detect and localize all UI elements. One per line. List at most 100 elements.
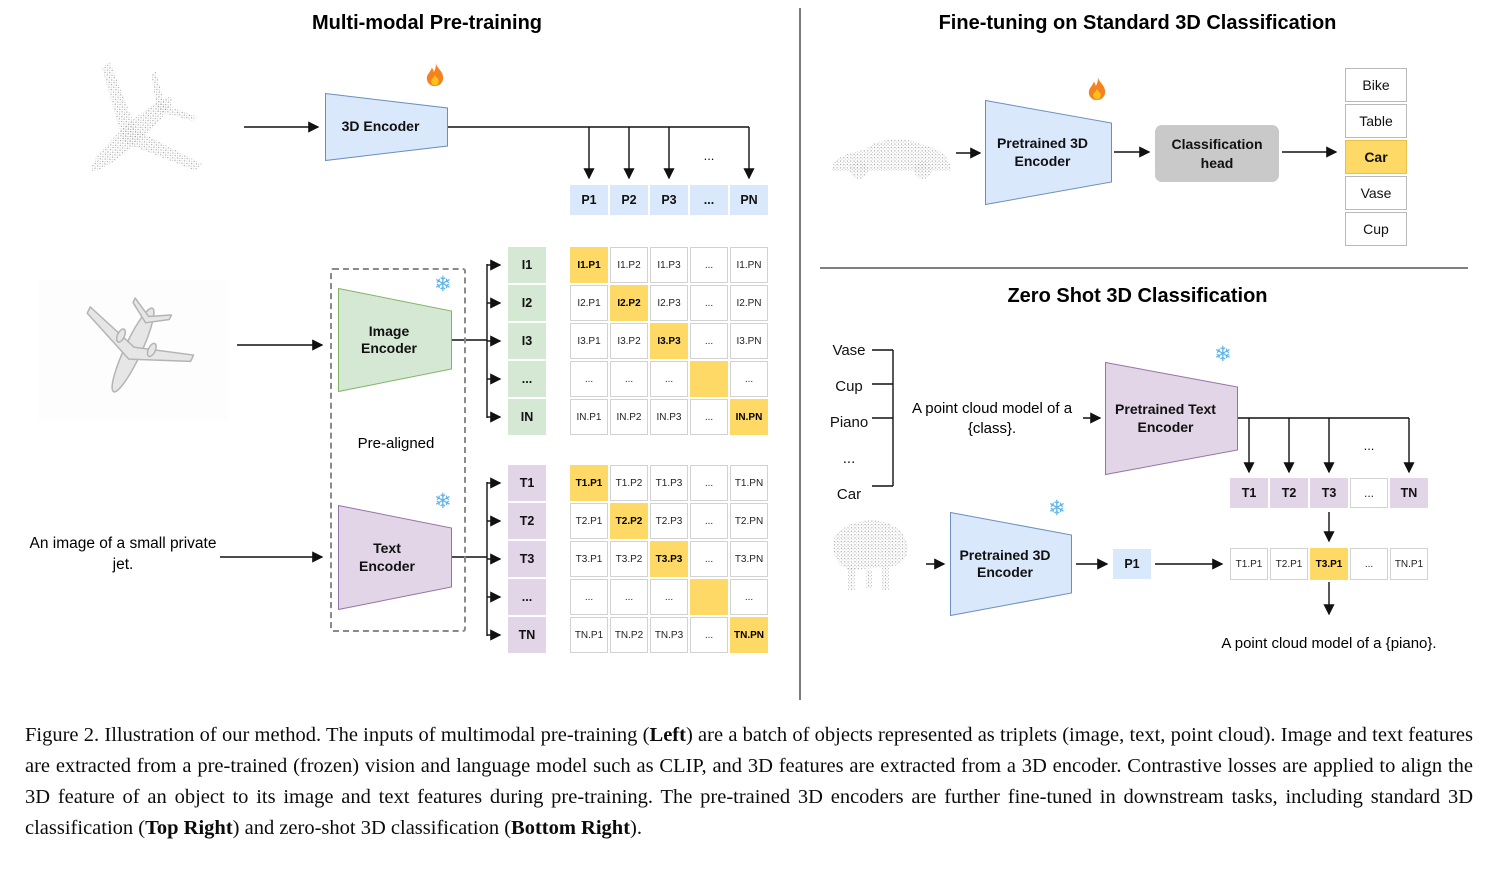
encoder-3d: 3D Encoder xyxy=(325,92,448,162)
result-cell: ... xyxy=(1350,548,1388,580)
class-word: Vase xyxy=(832,341,866,359)
class-list-item: Cup xyxy=(1345,212,1407,246)
image-point-matrix: I1.P1 I1.P2 I1.P3 ... I1.PN I2.P1 I2.P2 … xyxy=(570,247,768,435)
matrix-cell: ... xyxy=(690,617,728,653)
matrix-cell: TN.PN xyxy=(730,617,768,653)
encoder-3d-shape xyxy=(325,92,448,162)
caption-text: ) and zero-shot 3D classification ( xyxy=(232,817,512,840)
t-header-col: T1 T2 T3 ... TN xyxy=(508,465,546,653)
matrix-cell: T1.P2 xyxy=(610,465,648,501)
caption-bold-top-right: Top Right xyxy=(145,817,233,840)
class-word: ... xyxy=(842,449,856,467)
matrix-cell: TN.P3 xyxy=(650,617,688,653)
bottom-right-title: Zero Shot 3D Classification xyxy=(1007,285,1268,307)
matrix-cell xyxy=(690,579,728,615)
pretrained-3d-encoder-zeroshot: Pretrained 3D Encoder xyxy=(950,511,1072,617)
caption-text: ). xyxy=(630,817,642,840)
image-encoder: Image Encoder xyxy=(338,287,452,393)
matrix-cell: IN.P2 xyxy=(610,399,648,435)
matrix-cell: IN.P3 xyxy=(650,399,688,435)
bus-ellipsis-br: ... xyxy=(1364,438,1375,453)
input-text: An image of a small private jet. xyxy=(29,535,217,573)
t-feature-cell: T1 xyxy=(1230,478,1268,508)
t-feature-cell: T3 xyxy=(1310,478,1348,508)
car-point-cloud xyxy=(832,139,950,179)
t-header-cell: T2 xyxy=(508,503,546,539)
pretrained-3d-encoder: Pretrained 3D Encoder xyxy=(985,99,1112,206)
matrix-cell xyxy=(690,361,728,397)
p-header-cell: P2 xyxy=(610,185,648,215)
matrix-cell: ... xyxy=(690,285,728,321)
airplane-photo xyxy=(38,280,228,420)
result-cell-highlighted: T3.P1 xyxy=(1310,548,1348,580)
pretrained-3d-encoder-zeroshot-label: Pretrained 3D Encoder xyxy=(959,546,1051,581)
i-header-cell: I2 xyxy=(508,285,546,321)
i-header-cell: ... xyxy=(508,361,546,397)
p-header-row: P1 P2 P3 ... PN xyxy=(570,185,768,215)
result-cell: T2.P1 xyxy=(1270,548,1308,580)
prompt-text: A point cloud model of a {class}. xyxy=(911,400,1073,438)
p-header-cell: ... xyxy=(690,185,728,215)
t-header-cell: ... xyxy=(508,579,546,615)
snowflake-icon: ❄ xyxy=(434,272,452,296)
t-header-cell: T3 xyxy=(508,541,546,577)
text-encoder-label: Text Encoder xyxy=(358,540,415,574)
caption-text: ) are a batch of objects represented as … xyxy=(25,724,1474,840)
caption-bold-left: Left xyxy=(649,724,686,746)
caption-bold-bottom-right: Bottom Right xyxy=(511,817,631,840)
i-header-cell: I1 xyxy=(508,247,546,283)
matrix-cell: ... xyxy=(730,361,768,397)
matrix-cell: T3.P2 xyxy=(610,541,648,577)
snowflake-icon: ❄ xyxy=(1214,342,1232,366)
matrix-cell: ... xyxy=(610,361,648,397)
class-word: Piano xyxy=(829,413,869,431)
pretrained-3d-encoder-zeroshot-shape xyxy=(950,511,1072,617)
matrix-cell: I1.P3 xyxy=(650,247,688,283)
zero-shot-class-words: Vase Cup Piano ... Car xyxy=(820,333,878,511)
matrix-cell: I2.P1 xyxy=(570,285,608,321)
matrix-cell: I3.P3 xyxy=(650,323,688,359)
pretrained-3d-encoder-shape xyxy=(985,99,1112,206)
matrix-cell: I1.P1 xyxy=(570,247,608,283)
matrix-cell: I3.P2 xyxy=(610,323,648,359)
similarity-result-row: T1.P1 T2.P1 T3.P1 ... TN.P1 xyxy=(1230,548,1428,580)
pretrained-text-encoder-label: Pretrained Text Encoder xyxy=(1115,401,1216,435)
matrix-cell: T2.P3 xyxy=(650,503,688,539)
airplane-point-cloud xyxy=(91,61,202,171)
result-cell: TN.P1 xyxy=(1390,548,1428,580)
matrix-cell: I1.PN xyxy=(730,247,768,283)
matrix-cell: T1.P3 xyxy=(650,465,688,501)
p1-cell-wrap: P1 xyxy=(1113,549,1151,579)
pretrained-3d-encoder-label: Pretrained 3D Encoder xyxy=(996,135,1089,169)
t-feature-cell: T2 xyxy=(1270,478,1308,508)
class-word: Car xyxy=(836,485,862,503)
matrix-cell: T2.P1 xyxy=(570,503,608,539)
class-list-item: Vase xyxy=(1345,176,1407,210)
matrix-cell: TN.P2 xyxy=(610,617,648,653)
t-header-cell: T1 xyxy=(508,465,546,501)
matrix-cell: ... xyxy=(570,579,608,615)
matrix-cell: ... xyxy=(690,323,728,359)
class-list-item: Table xyxy=(1345,104,1407,138)
matrix-cell: T1.P1 xyxy=(570,465,608,501)
text-point-matrix: T1.P1 T1.P2 T1.P3 ... T1.PN T2.P1 T2.P2 … xyxy=(570,465,768,653)
matrix-cell: ... xyxy=(690,503,728,539)
p1-cell: P1 xyxy=(1113,549,1151,579)
matrix-cell: TN.P1 xyxy=(570,617,608,653)
matrix-cell: ... xyxy=(730,579,768,615)
caption-text: Figure 2. Illustration of our method. Th… xyxy=(25,724,650,746)
matrix-cell: ... xyxy=(610,579,648,615)
pretrained-text-encoder: Pretrained Text Encoder xyxy=(1105,361,1238,476)
result-text: A point cloud model of a {piano}. xyxy=(1221,635,1437,652)
pretrained-text-encoder-shape xyxy=(1105,361,1238,476)
snowflake-icon: ❄ xyxy=(434,489,452,513)
class-list: Bike Table Car Vase Cup xyxy=(1345,68,1407,246)
i-header-cell: I3 xyxy=(508,323,546,359)
piano-point-cloud xyxy=(833,520,908,590)
matrix-cell: T3.P1 xyxy=(570,541,608,577)
matrix-cell: ... xyxy=(650,361,688,397)
matrix-cell: T2.PN xyxy=(730,503,768,539)
classification-head: Classification head xyxy=(1155,125,1279,182)
left-panel-title: Multi-modal Pre-training xyxy=(312,12,542,34)
